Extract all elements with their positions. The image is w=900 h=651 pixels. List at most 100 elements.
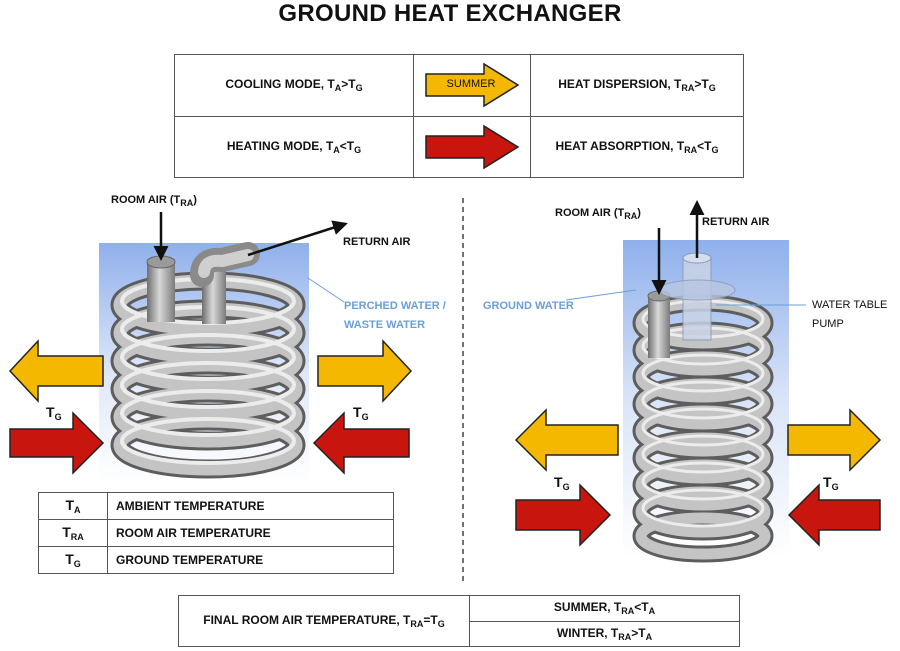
subscript: RA (624, 211, 638, 221)
legend-symbol: TG (38, 546, 108, 574)
right-coil (632, 294, 774, 563)
final-row-summer: FINAL ROOM AIR TEMPERATURE, TRA=TG SUMME… (178, 595, 740, 647)
heating-mode-row: HEATING MODE, TA<TG WINTER HEAT ABSORPTI… (174, 115, 744, 214)
subscript: A (74, 505, 81, 515)
legend-table: TA AMBIENT TEMPERATURE TRA ROOM AIR TEMP… (38, 492, 394, 574)
heat-dispersion-label: HEAT DISPERSION, T (558, 77, 682, 92)
label-text: ROOM AIR (T (111, 194, 181, 206)
pump-label-1: WATER TABLE (812, 299, 888, 311)
final-row-winter: WINTER, TRA>TA (179, 620, 740, 647)
right-winter-in-arrow (787, 483, 881, 547)
ground-water-pointer (565, 289, 637, 301)
heat-absorption-cell: HEAT ABSORPTION, TRA<TG (530, 115, 744, 178)
subscript: G (354, 144, 362, 155)
summer-arrow (425, 62, 520, 108)
label-text: T (65, 497, 75, 513)
heat-absorption-label: HEAT ABSORPTION, T (555, 138, 685, 153)
subscript: G (73, 559, 81, 569)
left-return-air-label: RETURN AIR (343, 236, 411, 248)
label-text: T (353, 404, 362, 420)
subscript: G (711, 144, 719, 155)
winter-arrow (425, 124, 520, 170)
mode-table: COOLING MODE, TA>TG SUMMER HEAT DISPERSI… (174, 54, 744, 214)
operator: >T (694, 77, 709, 92)
right-tg-label-left-diagram: TG (353, 404, 369, 422)
operator: =T (423, 613, 438, 627)
left-coil (110, 271, 306, 479)
final-temperature-table: FINAL ROOM AIR TEMPERATURE, TRA=TG SUMME… (178, 595, 740, 647)
operator: <T (697, 138, 712, 153)
subscript: A (334, 83, 342, 94)
subscript: RA (681, 83, 695, 94)
winter-arrow-cell: WINTER (413, 115, 531, 214)
subscript: RA (70, 532, 84, 542)
right-return-air-label: RETURN AIR (702, 216, 770, 228)
label-text: ) (637, 207, 641, 219)
legend-row: TG GROUND TEMPERATURE (38, 546, 394, 574)
perched-water-pointer (307, 277, 345, 303)
final-winter-cell: WINTER, TRA>TA (469, 620, 740, 647)
left-summer-out-arrow (8, 339, 104, 403)
pump-label-2: PUMP (812, 318, 844, 330)
label-text: ) (193, 194, 197, 206)
right-tg-label: TG (823, 474, 839, 492)
subscript: RA (410, 619, 424, 629)
subscript: A (645, 631, 653, 642)
label-text: WINTER, T (556, 625, 619, 640)
right-summer-out-arrow-left-diagram (317, 339, 413, 403)
summer-arrow-cell: SUMMER (413, 54, 531, 117)
left-return-air-arrow (247, 220, 348, 257)
legend-symbol: TA (38, 492, 108, 520)
legend-description: AMBIENT TEMPERATURE (107, 492, 394, 520)
label-text: T (554, 474, 563, 490)
perched-water-label-2: WASTE WATER (344, 319, 426, 331)
right-winter-in-arrow-left-diagram (312, 411, 410, 475)
subscript: A (333, 144, 340, 155)
left-tg-label-right-diagram: TG (554, 474, 570, 492)
label-text: T (823, 474, 832, 490)
heat-dispersion-cell: HEAT DISPERSION, TRA>TG (530, 54, 744, 117)
operator: >T (631, 625, 646, 640)
left-tg-label: TG (46, 404, 62, 422)
label-text: T (62, 524, 71, 540)
operator: <T (339, 138, 355, 153)
subscript: G (831, 482, 839, 492)
heating-mode-cell: HEATING MODE, TA<TG (174, 115, 414, 178)
cooling-mode-cell: COOLING MODE, TA>TG (174, 54, 414, 117)
right-inlet-pipe (648, 296, 670, 358)
ground-water-label: GROUND WATER (483, 300, 574, 312)
subscript: RA (621, 606, 635, 617)
label-text: FINAL ROOM AIR TEMPERATURE, T (203, 613, 411, 627)
perched-water-label-1: PERCHED WATER / (344, 300, 446, 312)
subscript: G (355, 83, 363, 94)
legend-row: TA AMBIENT TEMPERATURE (38, 492, 394, 520)
legend-description: GROUND TEMPERATURE (107, 546, 394, 574)
left-winter-in-arrow-right-diagram (515, 483, 612, 547)
subscript: RA (180, 198, 194, 208)
cooling-mode-label: COOLING MODE, T (225, 77, 335, 92)
right-summer-out-arrow (787, 408, 882, 472)
label-text: T (65, 551, 74, 567)
legend-row: TRA ROOM AIR TEMPERATURE (38, 519, 394, 547)
heating-mode-label: HEATING MODE, T (226, 138, 334, 153)
legend-description: ROOM AIR TEMPERATURE (107, 519, 394, 547)
subscript: G (54, 412, 62, 422)
left-summer-out-arrow-right-diagram (514, 408, 619, 472)
label-text: SUMMER, T (553, 600, 622, 615)
label-text: T (46, 404, 55, 420)
final-room-air-cell: FINAL ROOM AIR TEMPERATURE, TRA=TG (178, 595, 470, 647)
subscript: G (437, 619, 445, 629)
left-winter-in-arrow (9, 411, 105, 475)
summer-arrow-label: SUMMER (446, 78, 496, 90)
subscript: G (708, 83, 716, 94)
operator: >T (341, 77, 356, 92)
final-summer-cell: SUMMER, TRA<TA (469, 595, 740, 622)
left-room-air-label: ROOM AIR (TRA) (111, 194, 197, 208)
left-inlet-pipe (147, 262, 175, 322)
subscript: RA (618, 631, 632, 642)
page-title: GROUND HEAT EXCHANGER (278, 0, 622, 27)
label-text: ROOM AIR (T (555, 207, 625, 219)
subscript: G (562, 482, 570, 492)
subscript: G (361, 412, 369, 422)
